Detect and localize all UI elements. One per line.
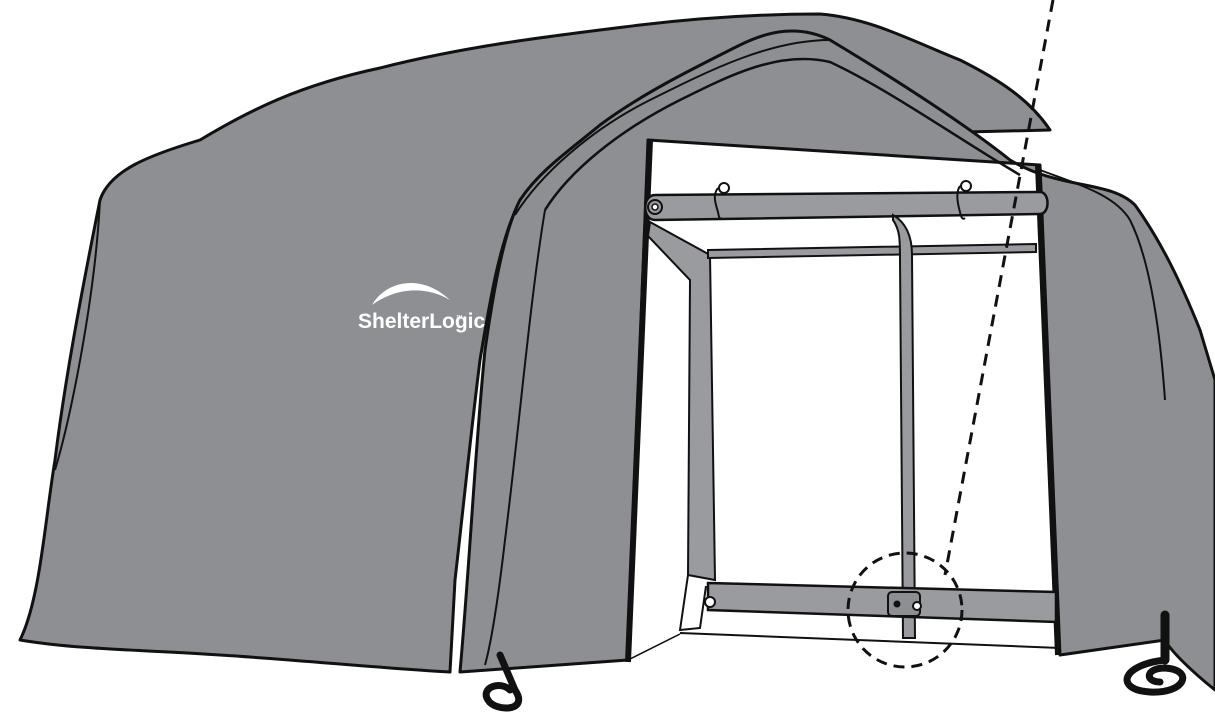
brand-trademark: ™ bbox=[456, 315, 463, 322]
brand-label: ShelterLogic bbox=[358, 310, 486, 333]
top-frame-tube bbox=[645, 181, 1047, 220]
